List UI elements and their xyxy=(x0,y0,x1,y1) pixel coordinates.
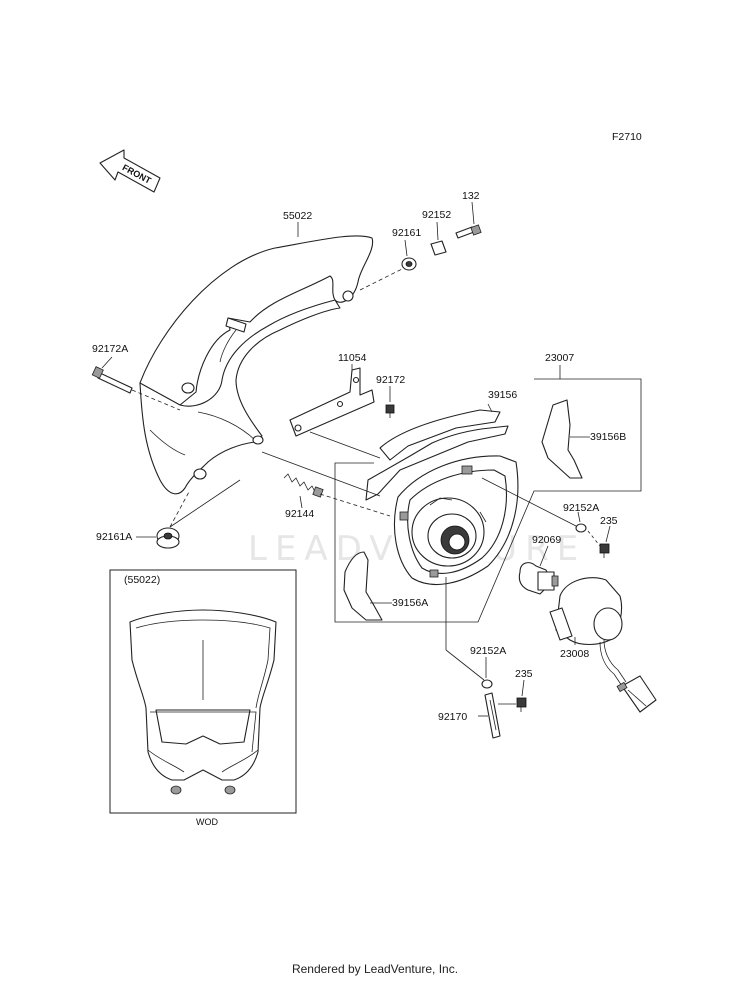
front-arrow-icon: FRONT xyxy=(99,149,161,193)
band-92170 xyxy=(484,692,501,739)
part-label-92069: 92069 xyxy=(532,534,561,546)
side-piece-39156B xyxy=(541,399,583,479)
bulb-92069 xyxy=(518,562,559,595)
grommet-92161 xyxy=(401,257,417,271)
variant-inset: (55022) WOD xyxy=(109,569,297,827)
washer-92152A-upper xyxy=(575,523,587,533)
inset-caption: WOD xyxy=(196,817,218,827)
part-label-23008: 23008 xyxy=(560,648,589,660)
collar-92152 xyxy=(430,240,447,256)
part-label-132: 132 xyxy=(462,190,480,202)
grommet-92161A xyxy=(156,527,180,549)
strip-39156 xyxy=(365,409,509,501)
part-label-55022: 55022 xyxy=(283,210,312,222)
footer-credit: Rendered by LeadVenture, Inc. xyxy=(291,962,459,976)
bolt-132 xyxy=(455,224,482,239)
headlight-housing xyxy=(393,455,519,585)
diagram-code: F2710 xyxy=(612,131,642,143)
part-label-92152A-lower: 92152A xyxy=(470,645,506,657)
number-plate-cover xyxy=(129,609,277,795)
part-label-39156B: 39156B xyxy=(590,431,626,443)
inset-title: (55022) xyxy=(124,574,160,586)
part-label-92170: 92170 xyxy=(438,711,467,723)
part-label-92161A: 92161A xyxy=(96,531,132,543)
part-label-92172A: 92172A xyxy=(92,343,128,355)
part-label-92152A-upper: 92152A xyxy=(563,502,599,514)
part-label-92144: 92144 xyxy=(285,508,314,520)
part-label-39156: 39156 xyxy=(488,389,517,401)
headlight-cover xyxy=(139,235,374,495)
part-label-39156A: 39156A xyxy=(392,597,428,609)
part-label-235-upper: 235 xyxy=(600,515,618,527)
screw-92172 xyxy=(385,404,395,418)
washer-92152A-lower xyxy=(481,679,493,689)
part-label-235-lower: 235 xyxy=(515,668,533,680)
part-label-92172: 92172 xyxy=(376,374,405,386)
screw-235-lower xyxy=(516,697,527,712)
spring-92144 xyxy=(283,473,324,498)
part-label-11054: 11054 xyxy=(338,352,367,364)
socket-23008 xyxy=(549,577,627,687)
connector-icon xyxy=(616,675,657,713)
bracket-11054 xyxy=(289,367,375,437)
bolt-92172A xyxy=(91,366,133,394)
screw-235-upper xyxy=(599,543,610,558)
part-label-92152: 92152 xyxy=(422,209,451,221)
part-label-23007: 23007 xyxy=(545,352,574,364)
headlight-assembly-group xyxy=(334,365,642,623)
part-label-92161: 92161 xyxy=(392,227,421,239)
